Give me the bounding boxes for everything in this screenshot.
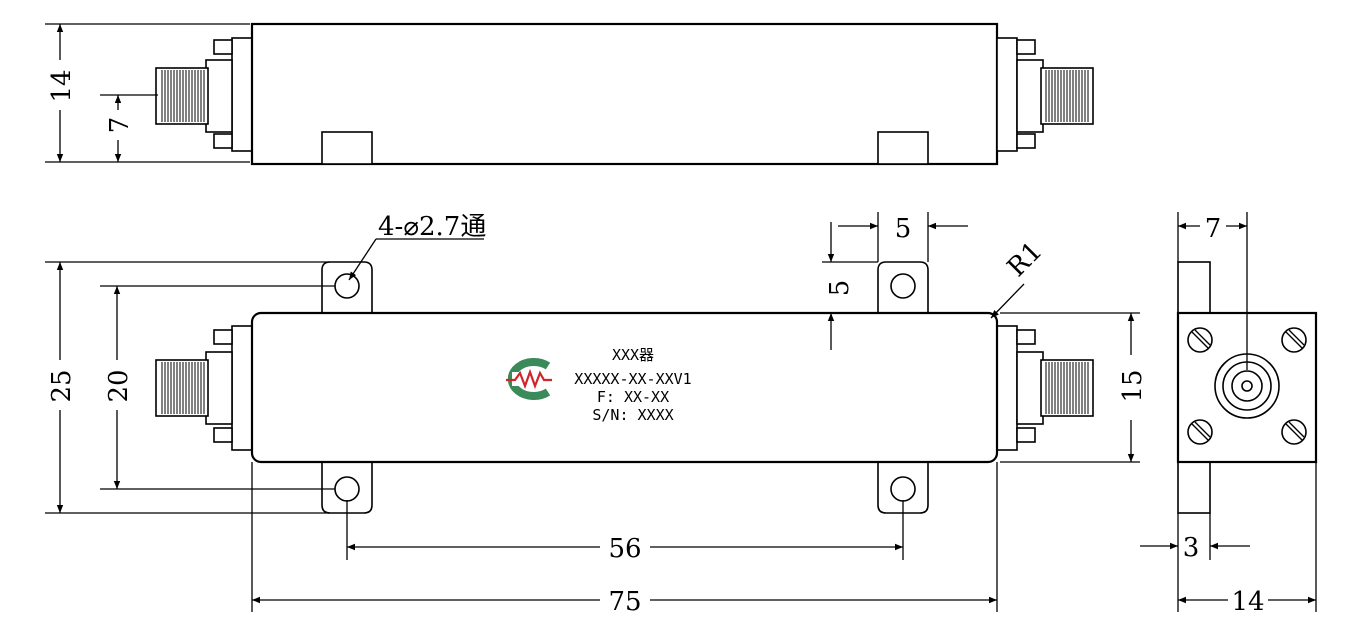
label-title: XXX器 bbox=[612, 346, 654, 364]
dim-top-height: 14 bbox=[47, 69, 77, 102]
dim-corner-radius: R1 bbox=[1002, 236, 1049, 283]
dim-tab-width: 5 bbox=[895, 214, 912, 244]
side-view: 7 3 14 bbox=[1140, 212, 1318, 617]
side-screws bbox=[1187, 327, 1307, 445]
top-tab-left bbox=[321, 131, 373, 165]
mount-tab-tl bbox=[321, 261, 373, 313]
top-left-connector bbox=[155, 37, 253, 152]
label-serial: S/N: XXXX bbox=[592, 406, 673, 424]
dim-overall-height: 25 bbox=[47, 369, 77, 402]
dim-overall-length: 75 bbox=[608, 587, 641, 617]
top-tab-right bbox=[877, 131, 929, 165]
dim-hole-spacing-vertical: 20 bbox=[104, 369, 134, 402]
mount-tab-tr bbox=[877, 261, 929, 313]
dim-hole-note: 4-⌀2.7通 bbox=[378, 212, 486, 242]
top-right-connector bbox=[996, 37, 1094, 152]
dim-body-height: 15 bbox=[1118, 369, 1148, 402]
dim-side-width: 14 bbox=[1231, 587, 1264, 617]
dim-hole-spacing-horizontal: 56 bbox=[608, 534, 641, 564]
brand-logo bbox=[506, 358, 552, 400]
dim-top-half-height: 7 bbox=[105, 117, 135, 134]
mount-tab-bl bbox=[321, 462, 373, 514]
front-view: XXX器 XXXXX-XX-XXV1 F: XX-XX S/N: XXXX 4-… bbox=[45, 212, 1148, 617]
top-view: 14 7 bbox=[45, 22, 1094, 166]
side-connector bbox=[1214, 353, 1280, 419]
front-right-connector bbox=[996, 325, 1094, 451]
front-left-connector bbox=[155, 325, 253, 451]
top-body bbox=[250, 22, 999, 166]
dim-tab-height: 5 bbox=[825, 280, 855, 297]
dim-side-half-width: 7 bbox=[1205, 214, 1222, 244]
dim-flange-thickness: 3 bbox=[1183, 533, 1200, 563]
front-body bbox=[250, 311, 999, 464]
label-freq: F: XX-XX bbox=[597, 388, 669, 406]
label-model: XXXXX-XX-XXV1 bbox=[574, 370, 691, 388]
